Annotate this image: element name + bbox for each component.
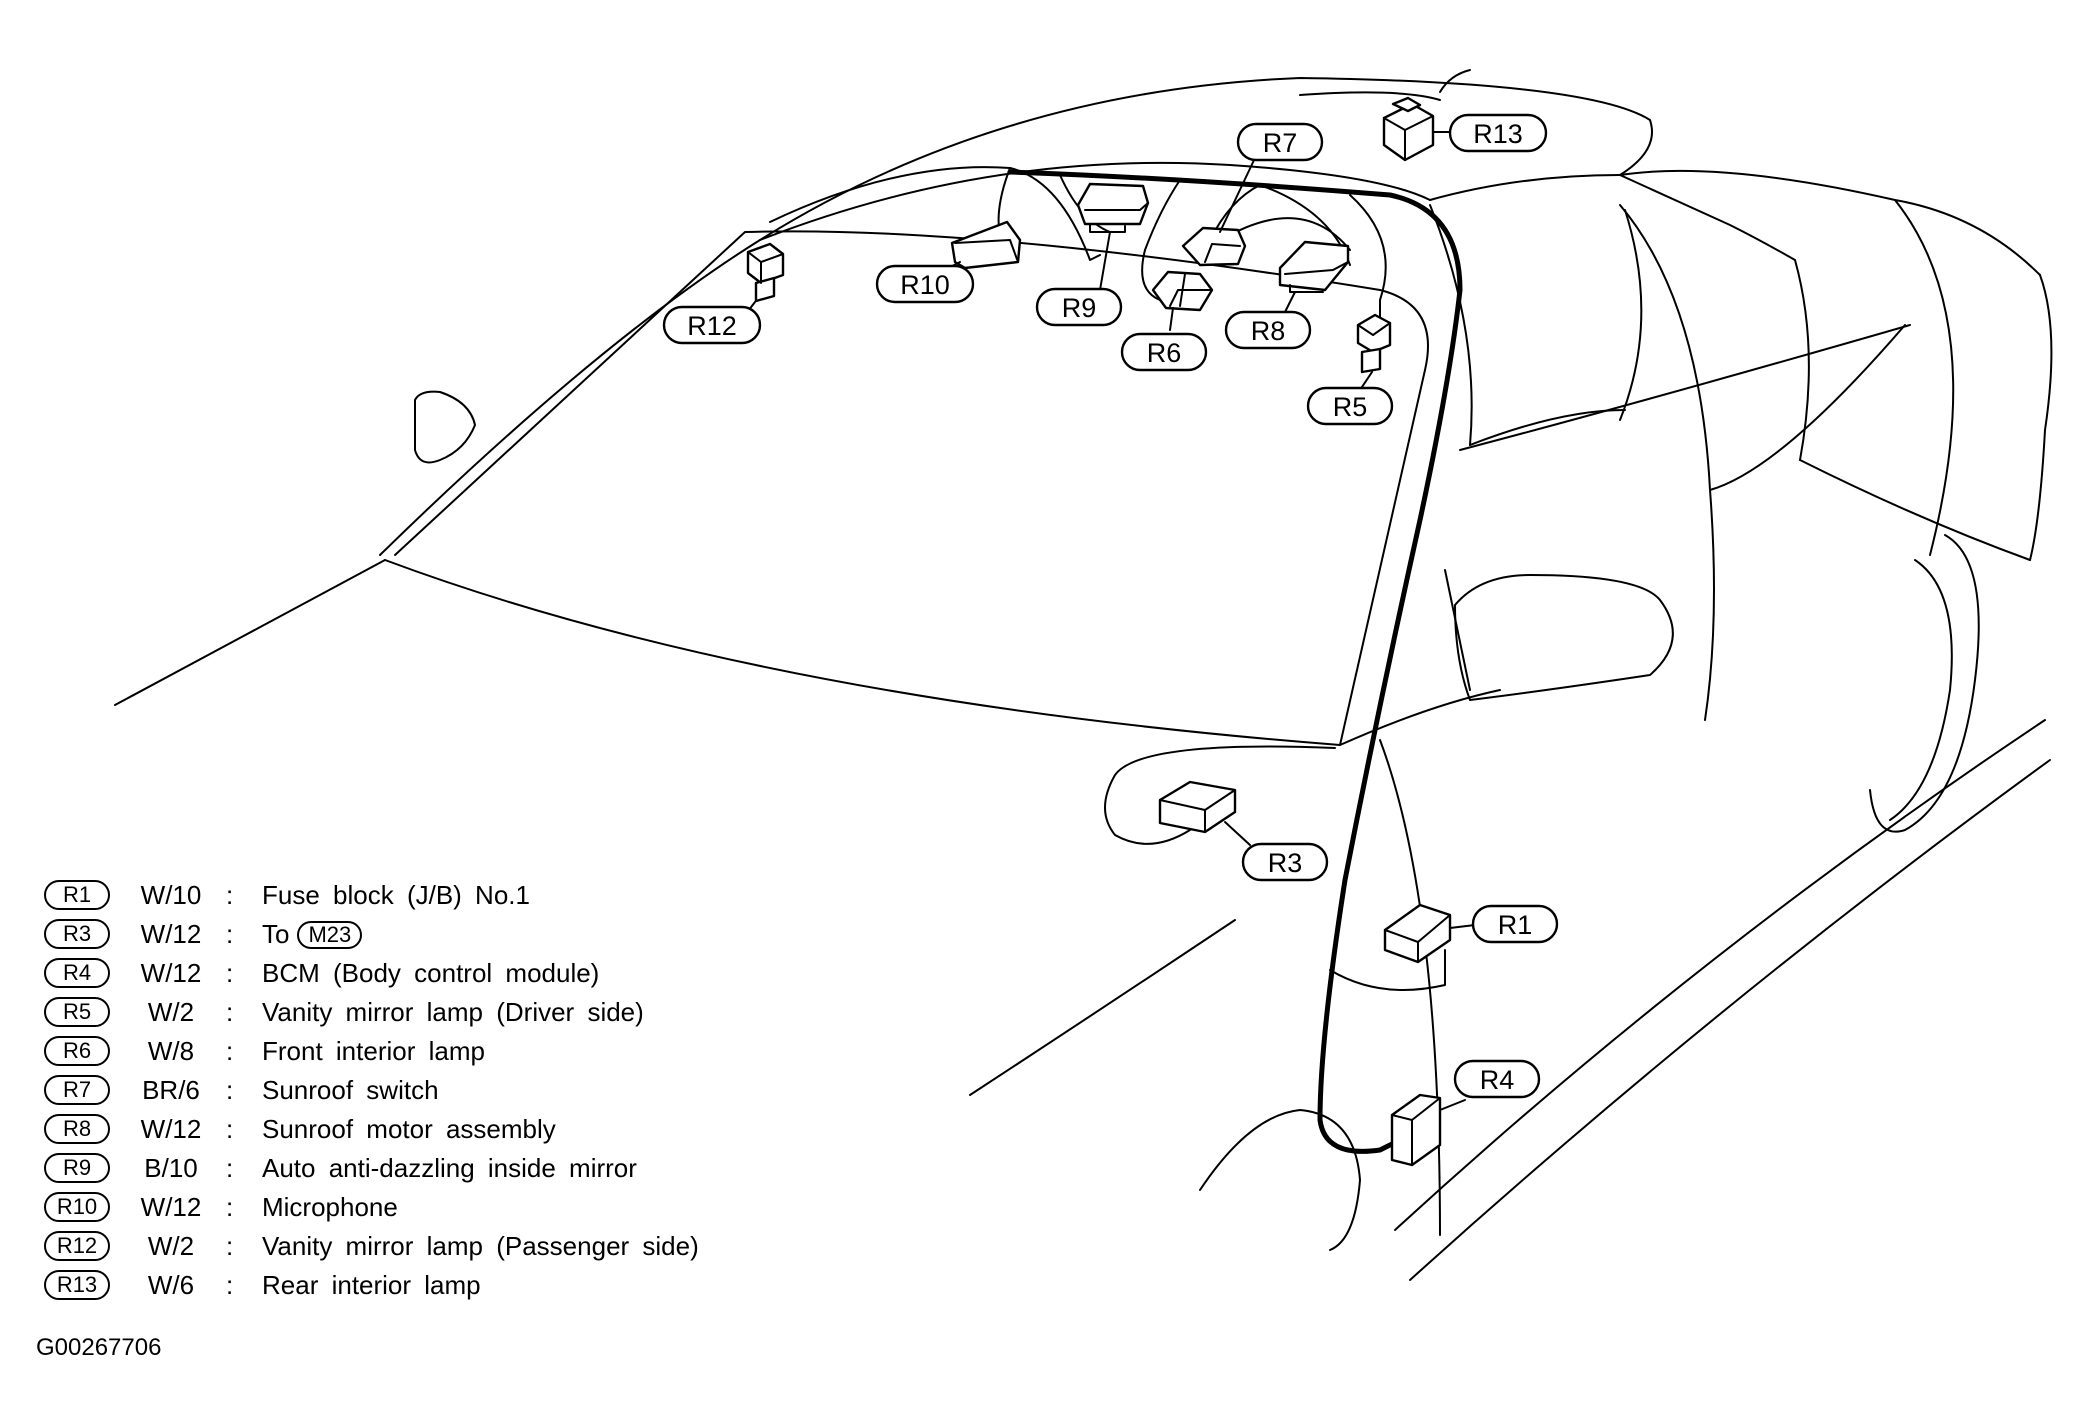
connector-link-m23[interactable]: M23 xyxy=(297,921,363,949)
legend-colon: : xyxy=(226,919,234,949)
legend-row-r5: R5 W/2 : Vanity mirror lamp (Driver side… xyxy=(44,995,804,1035)
connectors xyxy=(746,96,1452,1167)
legend-colon: : xyxy=(226,997,234,1027)
legend-colon: : xyxy=(226,880,234,910)
legend-ref: R3 xyxy=(44,919,110,949)
legend-wire: W/8 xyxy=(147,1036,195,1066)
legend-wire: W/12 xyxy=(140,1192,202,1222)
svg-text:R12: R12 xyxy=(687,311,737,341)
legend-wire: W/2 xyxy=(147,1231,195,1261)
connector-r8 xyxy=(1278,240,1350,293)
connector-r12 xyxy=(746,242,785,303)
callout-r12: R12 xyxy=(662,305,762,345)
callout-r4: R4 xyxy=(1453,1059,1541,1099)
legend-row-r9: R9 B/10 : Auto anti-dazzling inside mirr… xyxy=(44,1151,804,1191)
figure-code: G00267706 xyxy=(36,1334,162,1361)
connector-r1 xyxy=(1383,903,1452,964)
connector-r3 xyxy=(1158,780,1237,834)
connector-r13 xyxy=(1382,96,1435,162)
svg-text:R3: R3 xyxy=(1268,848,1303,878)
legend-row-r7: R7 BR/6 : Sunroof switch xyxy=(44,1073,804,1113)
wiring-harness xyxy=(769,69,1471,1154)
legend-colon: : xyxy=(226,1114,234,1144)
connector-r7 xyxy=(1181,226,1247,267)
svg-text:R6: R6 xyxy=(1147,338,1182,368)
legend-wire: B/10 xyxy=(144,1153,198,1183)
callout-r5: R5 xyxy=(1306,386,1394,426)
svg-text:R13: R13 xyxy=(1473,119,1523,149)
legend-desc: Sunroof motor assembly xyxy=(262,1114,556,1144)
legend-desc: BCM (Body control module) xyxy=(262,958,600,988)
svg-text:R9: R9 xyxy=(1062,293,1097,323)
legend-row-r12: R12 W/2 : Vanity mirror lamp (Passenger … xyxy=(44,1229,804,1269)
car-body-outline xyxy=(114,77,2053,1281)
legend-wire: W/12 xyxy=(140,919,202,949)
legend-row-r8: R8 W/12 : Sunroof motor assembly xyxy=(44,1112,804,1152)
svg-text:R7: R7 xyxy=(1263,128,1298,158)
legend-ref: R12 xyxy=(44,1231,110,1261)
legend-ref: R1 xyxy=(44,880,110,910)
legend-ref: R4 xyxy=(44,958,110,988)
legend-ref: R7 xyxy=(44,1075,110,1105)
legend-row-r10: R10 W/12 : Microphone xyxy=(44,1190,804,1230)
legend-colon: : xyxy=(226,1270,234,1300)
legend-colon: : xyxy=(226,1231,234,1261)
leader-lines xyxy=(744,131,1476,1111)
svg-text:R4: R4 xyxy=(1480,1065,1515,1095)
callout-r3: R3 xyxy=(1241,842,1329,882)
connector-r6 xyxy=(1151,270,1214,312)
legend-row-r6: R6 W/8 : Front interior lamp xyxy=(44,1034,804,1074)
callouts: R7 R13 R10 R9 R12 R8 R6 R5 xyxy=(662,113,1559,1099)
legend-ref: R9 xyxy=(44,1153,110,1183)
callout-r6: R6 xyxy=(1120,332,1208,372)
legend-desc: Auto anti-dazzling inside mirror xyxy=(262,1153,637,1183)
connector-r10 xyxy=(950,220,1022,270)
legend-desc: Front interior lamp xyxy=(262,1036,485,1066)
svg-text:R5: R5 xyxy=(1333,392,1368,422)
legend-ref: R6 xyxy=(44,1036,110,1066)
legend-wire: W/12 xyxy=(140,1114,202,1144)
callout-r8: R8 xyxy=(1224,310,1312,350)
legend-colon: : xyxy=(226,1075,234,1105)
legend-wire: W/12 xyxy=(140,958,202,988)
legend-wire: W/2 xyxy=(147,997,195,1027)
legend-ref: R13 xyxy=(44,1270,110,1300)
legend-wire: BR/6 xyxy=(142,1075,200,1105)
legend-row-r4: R4 W/12 : BCM (Body control module) xyxy=(44,956,804,996)
svg-text:R1: R1 xyxy=(1498,910,1533,940)
connector-r4 xyxy=(1390,1093,1442,1167)
legend-row-r13: R13 W/6 : Rear interior lamp xyxy=(44,1268,804,1308)
legend-ref: R8 xyxy=(44,1114,110,1144)
callout-r10: R10 xyxy=(875,264,975,304)
legend-desc: Vanity mirror lamp (Driver side) xyxy=(262,997,644,1027)
legend-wire: W/10 xyxy=(140,880,202,910)
svg-text:R10: R10 xyxy=(900,270,950,300)
legend-desc: Sunroof switch xyxy=(262,1075,439,1105)
callout-r1: R1 xyxy=(1471,904,1559,944)
callout-r9: R9 xyxy=(1035,287,1123,327)
callout-r13: R13 xyxy=(1448,113,1548,153)
legend-desc: Microphone xyxy=(262,1192,398,1222)
legend-desc: Fuse block (J/B) No.1 xyxy=(262,880,530,910)
legend-desc: Rear interior lamp xyxy=(262,1270,481,1300)
legend-row-r1: R1 W/10 : Fuse block (J/B) No.1 xyxy=(44,878,804,918)
connector-r5 xyxy=(1356,313,1392,374)
svg-text:R8: R8 xyxy=(1251,316,1286,346)
legend-colon: : xyxy=(226,958,234,988)
legend-ref: R5 xyxy=(44,997,110,1027)
legend-wire: W/6 xyxy=(147,1270,195,1300)
legend-colon: : xyxy=(226,1036,234,1066)
legend-colon: : xyxy=(226,1153,234,1183)
callout-r7: R7 xyxy=(1236,122,1324,162)
legend-desc: Vanity mirror lamp (Passenger side) xyxy=(262,1231,699,1261)
legend-colon: : xyxy=(226,1192,234,1222)
connector-r9 xyxy=(1076,182,1150,233)
legend-ref: R10 xyxy=(44,1192,110,1222)
legend-desc: To xyxy=(262,919,290,949)
